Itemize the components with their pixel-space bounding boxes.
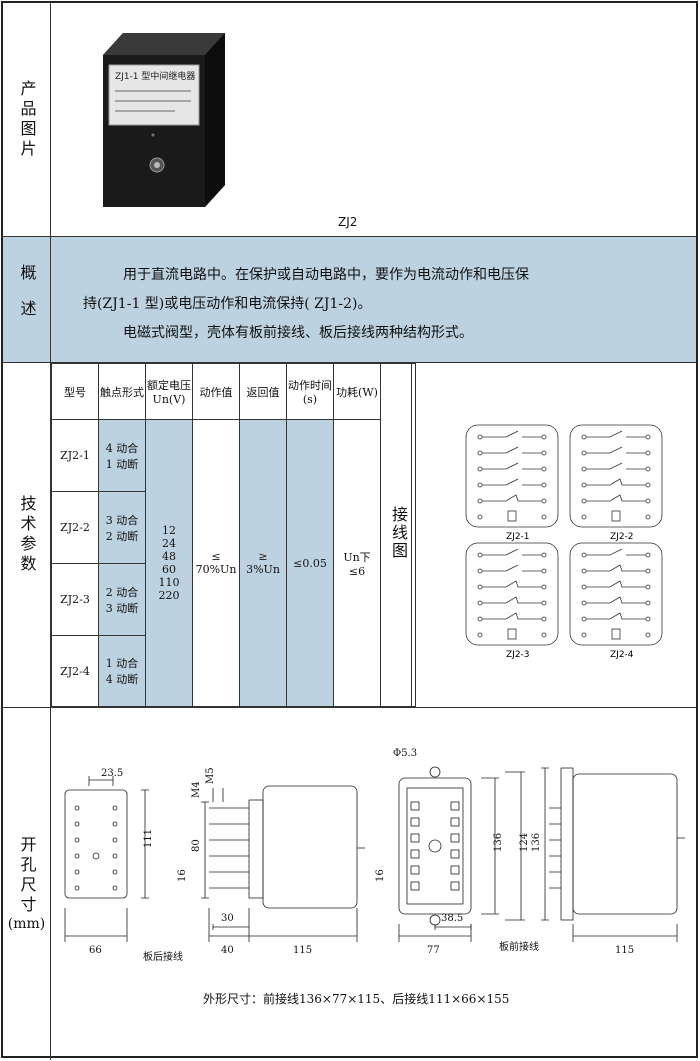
summary-line-3: 电磁式阀型，壳体有板前接线、板后接线两种结构形式。	[123, 325, 473, 341]
dim-fside-h: 136	[531, 833, 542, 852]
contact-cell: 2 动合 3 动断	[98, 563, 146, 636]
voltage-cell: 12 24 48 60 110 220	[145, 419, 193, 707]
dimension-drawing: 23.5 111 66 16 80 M4 M5 30 40 115	[64, 748, 685, 956]
time-cell: ≤0.05	[286, 419, 334, 707]
dim-side-m4: M4	[191, 781, 202, 798]
wiring-label-cell: 接线图	[380, 363, 416, 707]
spec-table: 型号 触点形式 额定电压Un(V) 动作值 返回值 动作时间(s) 功耗(W) …	[51, 363, 416, 707]
th-power: 功耗(W)	[333, 363, 381, 420]
summary-line-1: 用于直流电路中。在保护或自动电路中，要作为电流动作和电压保	[123, 267, 529, 283]
contact-cell: 4 动合 1 动断	[98, 419, 146, 492]
wiring-diagram-svg: ZJ2-1	[465, 424, 663, 660]
dim-side-d2: 40	[221, 945, 234, 956]
wiring-diagram-4: ZJ2-4	[569, 542, 663, 660]
dim-back-w: 66	[89, 945, 102, 956]
model-cell: ZJ2-2	[51, 491, 99, 564]
photo-row: 产品图片 ZJ1-1 型中间继电器 ZJ2	[3, 3, 696, 237]
wiring-diagram-2: ZJ2-2	[569, 424, 663, 542]
wiring-caption: ZJ2-4	[610, 650, 634, 660]
th-model: 型号	[51, 363, 99, 420]
wiring-diagram-3: ZJ2-3	[465, 542, 559, 660]
summary-row-label: 概述	[17, 263, 37, 336]
dim-side-m5: M5	[205, 767, 216, 784]
model-cell: ZJ2-4	[51, 635, 99, 707]
dim-side-pitch: 16	[177, 869, 188, 882]
wiring-diagrams: ZJ2-1	[411, 363, 696, 707]
th-voltage: 额定电压Un(V)	[145, 363, 193, 420]
model-cell: ZJ2-1	[51, 419, 99, 492]
photo-caption: ZJ2	[338, 215, 358, 229]
back-view-pins	[74, 805, 118, 891]
wiring-label: 接线图	[389, 506, 408, 560]
front-view-pins	[410, 801, 460, 891]
overall-dimensions: 外形尺寸：前接线136×77×115、后接线111×66×155	[203, 992, 510, 1006]
dim-back-h: 111	[143, 829, 154, 848]
pickup-cell: ≤ 70%Un	[192, 419, 240, 707]
size-row-unit: (mm)	[7, 916, 46, 932]
size-row-header: 开孔尺寸 (mm)	[3, 708, 51, 1060]
summary-row: 概述 用于直流电路中。在保护或自动电路中，要作为电流动作和电压保 持(ZJ1-1…	[3, 237, 696, 363]
dim-side-h: 80	[191, 839, 202, 852]
spec-row-header: 技术参数	[3, 363, 51, 707]
wiring-diagram-1: ZJ2-1	[465, 424, 559, 542]
power-cell: Un下 ≤6	[333, 419, 381, 707]
dim-front-off: 38.5	[441, 913, 463, 924]
nameplate-text: ZJ1-1 型中间继电器	[115, 70, 195, 82]
model-cell: ZJ2-3	[51, 563, 99, 636]
wiring-caption: ZJ2-2	[610, 532, 634, 542]
dim-front-w: 77	[427, 945, 440, 956]
th-contact: 触点形式	[98, 363, 146, 420]
dim-front-h1: 136	[493, 833, 504, 852]
th-pickup: 动作值	[192, 363, 240, 420]
contact-cell: 1 动合 4 动断	[98, 635, 146, 707]
size-row-label: 开孔尺寸	[17, 836, 37, 916]
spec-row: 技术参数 型号 触点形式 额定电压Un(V) 动作值 返回值 动作时间(s) 功…	[3, 363, 696, 708]
photo-row-label: 产品图片	[17, 79, 37, 160]
th-time: 动作时间(s)	[286, 363, 334, 420]
dim-front-hole: Φ5.3	[393, 748, 417, 759]
dim-side-d3: 115	[293, 945, 312, 956]
front-mount-label: 板前接线	[499, 942, 539, 953]
dim-front-pitch: 16	[375, 869, 386, 882]
photo-row-header: 产品图片	[3, 3, 51, 236]
summary-text: 用于直流电路中。在保护或自动电路中，要作为电流动作和电压保 持(ZJ1-1 型)…	[83, 261, 643, 348]
wiring-caption: ZJ2-3	[506, 650, 530, 660]
dim-fside-d: 115	[615, 945, 634, 956]
summary-row-header: 概述	[3, 237, 51, 362]
dim-front-h2: 124	[519, 833, 530, 852]
size-row: 开孔尺寸 (mm) 23.5 111	[3, 708, 696, 1060]
back-mount-label: 板后接线	[143, 952, 183, 963]
contact-cell: 3 动合 2 动断	[98, 491, 146, 564]
spec-row-label: 技术参数	[17, 495, 37, 575]
th-return: 返回值	[239, 363, 287, 420]
relay-photo: ZJ1-1 型中间继电器	[103, 33, 225, 207]
summary-line-2: 持(ZJ1-1 型)或电压动作和电流保持( ZJ1-2)。	[83, 296, 372, 312]
dim-back-pitch: 23.5	[101, 768, 123, 779]
wiring-caption: ZJ2-1	[506, 532, 530, 542]
dim-side-d1: 30	[221, 913, 234, 924]
return-cell: ≥ 3%Un	[239, 419, 287, 707]
